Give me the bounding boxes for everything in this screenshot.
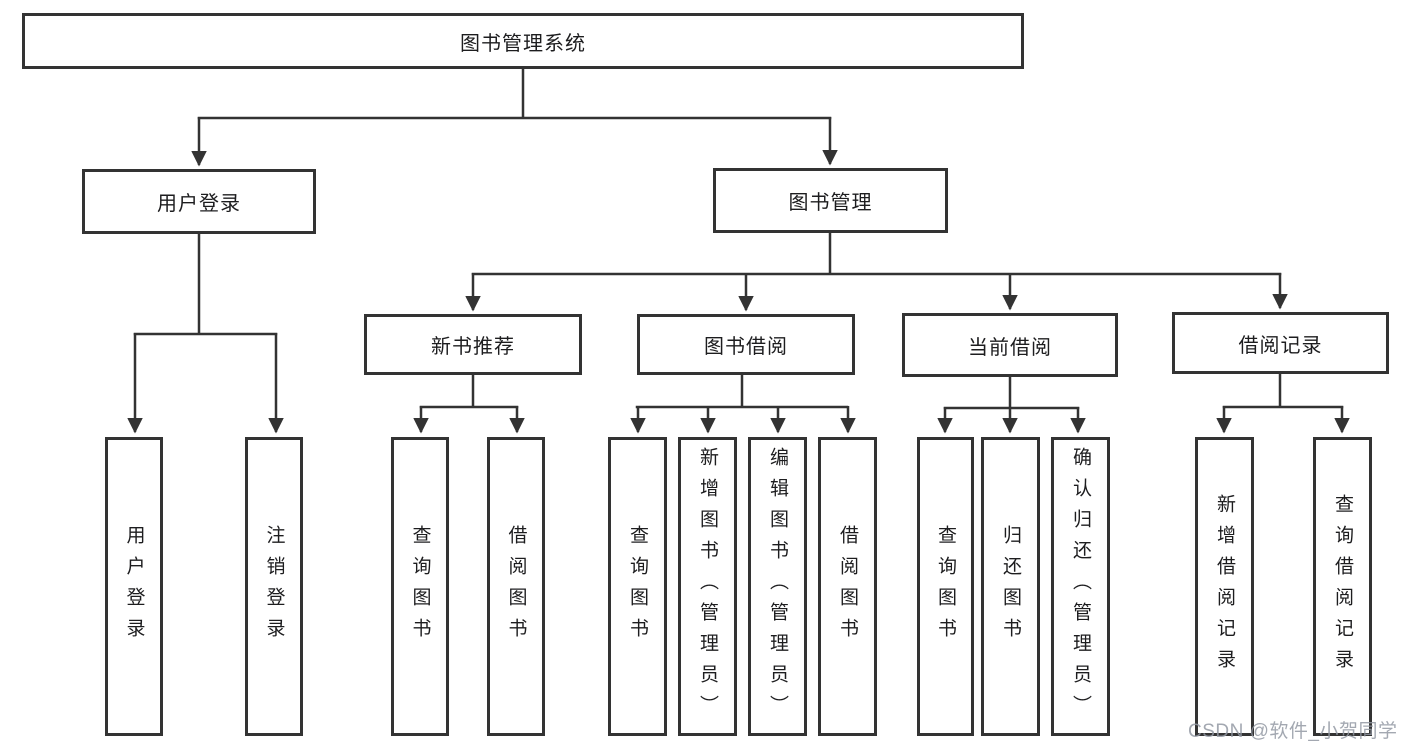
node-book-borrow: 图书借阅: [637, 314, 855, 375]
leaf-borrow-borrow-label: 借阅图书: [837, 524, 858, 649]
leaf-records-query-label: 查询借阅记录: [1332, 493, 1353, 680]
node-new-book-recommend: 新书推荐: [364, 314, 582, 375]
leaf-borrow-query: 查询图书: [608, 437, 667, 736]
node-new-book-recommend-label: 新书推荐: [431, 336, 515, 358]
leaf-borrow-borrow: 借阅图书: [818, 437, 877, 736]
leaf-current-confirm: 确认归还（管理员）: [1051, 437, 1110, 736]
leaf-current-query: 查询图书: [917, 437, 974, 736]
watermark: CSDN @软件_小贺同学: [1188, 721, 1398, 742]
leaf-records-add: 新增借阅记录: [1195, 437, 1254, 736]
leaf-current-return: 归还图书: [981, 437, 1040, 736]
leaf-logout-label: 注销登录: [263, 524, 285, 649]
leaf-user-login: 用户登录: [105, 437, 163, 736]
node-book-management-label: 图书管理: [788, 192, 873, 214]
leaf-borrow-edit-label: 编辑图书（管理员）: [767, 447, 788, 726]
edge-trunks: [133, 69, 1344, 410]
leaf-current-confirm-label: 确认归还（管理员）: [1070, 447, 1091, 726]
leaf-user-login-label: 用户登录: [123, 524, 145, 649]
leaf-current-return-label: 归还图书: [1000, 524, 1021, 649]
leaf-logout: 注销登录: [245, 437, 303, 736]
leaf-borrow-add: 新增图书（管理员）: [678, 437, 737, 736]
node-user-login: 用户登录: [82, 169, 316, 234]
leaf-borrow-add-label: 新增图书（管理员）: [697, 447, 718, 726]
leaf-records-query: 查询借阅记录: [1313, 437, 1372, 736]
node-book-borrow-label: 图书借阅: [704, 336, 788, 358]
node-root-label: 图书管理系统: [460, 32, 586, 55]
edge-arrows: [127, 117, 1350, 434]
leaf-newbook-query-label: 查询图书: [409, 524, 431, 649]
leaf-newbook-borrow-label: 借阅图书: [505, 524, 527, 649]
node-borrow-records-label: 借阅记录: [1238, 334, 1323, 357]
node-book-management: 图书管理: [713, 168, 948, 233]
node-root: 图书管理系统: [22, 13, 1024, 69]
leaf-newbook-query: 查询图书: [391, 437, 449, 736]
node-user-login-label: 用户登录: [157, 193, 241, 215]
node-borrow-records: 借阅记录: [1172, 312, 1389, 374]
leaf-borrow-query-label: 查询图书: [627, 524, 648, 649]
leaf-borrow-edit: 编辑图书（管理员）: [748, 437, 807, 736]
node-current-borrow-label: 当前借阅: [968, 336, 1052, 359]
leaf-newbook-borrow: 借阅图书: [487, 437, 545, 736]
leaf-records-add-label: 新增借阅记录: [1214, 493, 1235, 680]
node-current-borrow: 当前借阅: [902, 313, 1118, 377]
leaf-current-query-label: 查询图书: [935, 524, 956, 649]
